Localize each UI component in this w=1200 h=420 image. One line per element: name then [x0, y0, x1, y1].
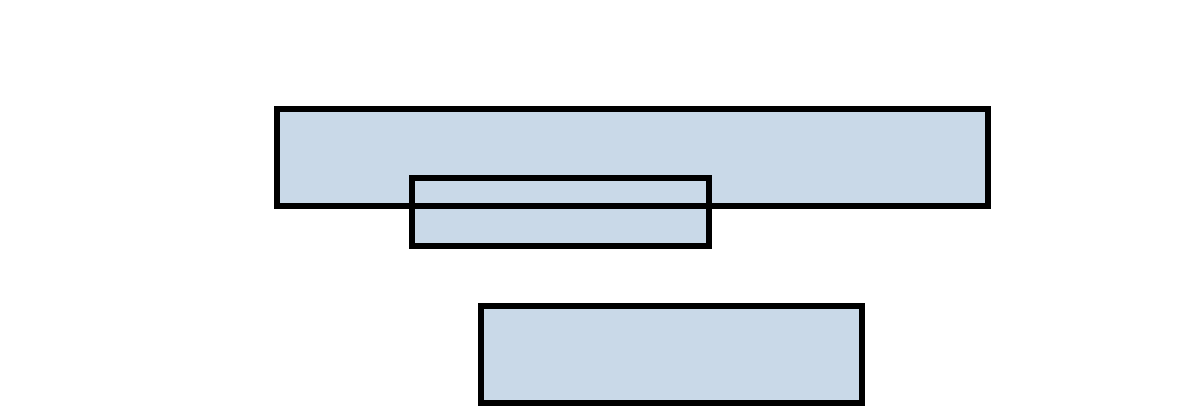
- lower-rectangle: [478, 303, 865, 406]
- overlap-border-line: [409, 203, 712, 209]
- overlapping-rectangle: [409, 175, 712, 249]
